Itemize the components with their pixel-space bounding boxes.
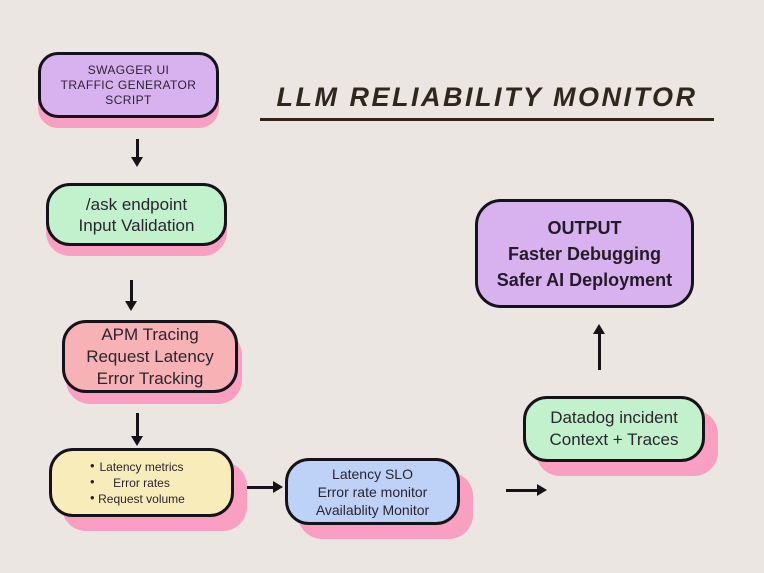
bullet-text: Error rates (113, 475, 170, 490)
node-text-line: OUTPUT (547, 217, 622, 238)
arrow-metrics-to-monitors (247, 481, 283, 493)
node-text-line: SCRIPT (105, 92, 152, 107)
node-text-line: Context + Traces (549, 430, 679, 449)
node-text-line: SWAGGER UI (87, 62, 170, 77)
node-text-line: Input Validation (78, 215, 195, 235)
page-title: LLM RELIABILITY MONITOR (260, 82, 714, 121)
arrow-monitors-to-incident (506, 484, 547, 496)
node-datadog-incident: Datadog incident Context + Traces (523, 396, 705, 462)
arrow-swagger-to-ask (131, 139, 143, 167)
bullet-icon: • (90, 473, 95, 489)
node-text-line: Request Latency (86, 346, 214, 366)
bullet-text: Latency metrics (99, 459, 184, 474)
bullet-text: Request volume (98, 491, 185, 506)
node-text-line: Error Tracking (96, 368, 204, 388)
node-text-line: Datadog incident (550, 408, 678, 427)
node-text-line: /ask endpoint (85, 194, 188, 214)
node-text-line: Error rate monitor (317, 483, 428, 500)
node-metrics-list: • Latency metrics • Error rates • Reques… (49, 448, 234, 517)
arrow-ask-to-apm (125, 280, 137, 311)
node-text-line: Latency SLO (332, 465, 413, 482)
arrow-incident-to-output (593, 324, 605, 370)
node-text-line: TRAFFIC GENERATOR (60, 77, 197, 92)
bullet-item: • Latency metrics (52, 457, 231, 475)
bullet-icon: • (90, 489, 95, 505)
arrow-apm-to-metrics (131, 413, 143, 446)
node-apm-tracing: APM Tracing Request Latency Error Tracki… (62, 320, 238, 393)
node-text-line: APM Tracing (101, 324, 199, 344)
node-output: OUTPUT Faster Debugging Safer AI Deploym… (475, 199, 694, 308)
bullet-item: • Request volume (52, 489, 231, 507)
node-swagger-traffic-generator: SWAGGER UI TRAFFIC GENERATOR SCRIPT (38, 52, 219, 118)
node-ask-endpoint: /ask endpoint Input Validation (46, 183, 227, 246)
node-text-line: Faster Debugging (507, 243, 661, 264)
bullet-icon: • (90, 457, 95, 473)
node-text-line: Availablity Monitor (315, 501, 430, 518)
node-text-line: Safer AI Deployment (496, 269, 673, 290)
bullet-item: • Error rates (52, 473, 231, 491)
node-monitors: Latency SLO Error rate monitor Availabli… (285, 458, 460, 525)
